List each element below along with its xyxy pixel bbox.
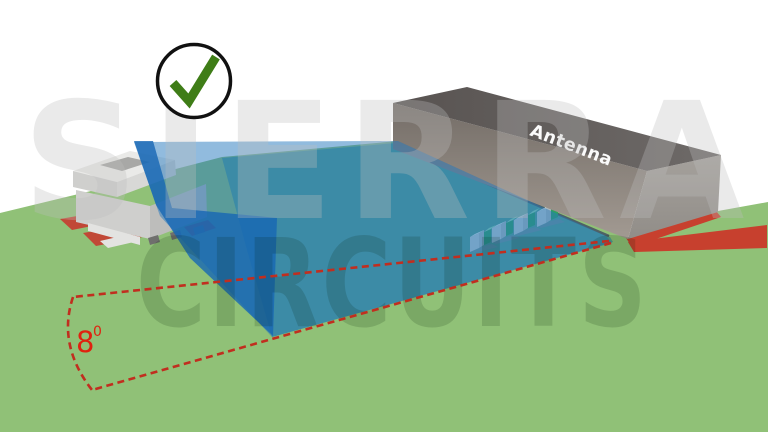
connector-skirt: [88, 223, 140, 245]
checkmark-circle-icon: [155, 42, 233, 120]
keepout-dashed-arc: [66, 296, 94, 391]
angle-label-exponent: 0: [93, 324, 102, 340]
antenna-top-face: [393, 87, 721, 171]
checkmark-badge: [155, 42, 233, 120]
keepout-dashed-upper: [72, 239, 610, 299]
angle-label: 8: [76, 325, 94, 359]
antenna-block: Antenna: [393, 87, 721, 239]
connector-foot: [148, 235, 160, 245]
connector-front-face: [76, 190, 150, 239]
keepout-dashed-lower: [91, 241, 612, 392]
checkmark-icon: [169, 54, 220, 109]
connector-top-slot: [100, 157, 150, 171]
connector-top-front: [73, 171, 117, 197]
watermark-sierra: SIERRA: [22, 69, 756, 257]
keepout-angle-annotation: [66, 239, 612, 392]
radiation-plane-edge: [134, 141, 277, 336]
keepout-strip-antenna-base: [626, 211, 721, 247]
keepout-strip-board-edge: [628, 225, 767, 252]
antenna-side-face: [628, 155, 721, 239]
watermark-circuits: CIRCUITS: [136, 212, 649, 355]
antenna-front-face: [393, 103, 647, 239]
